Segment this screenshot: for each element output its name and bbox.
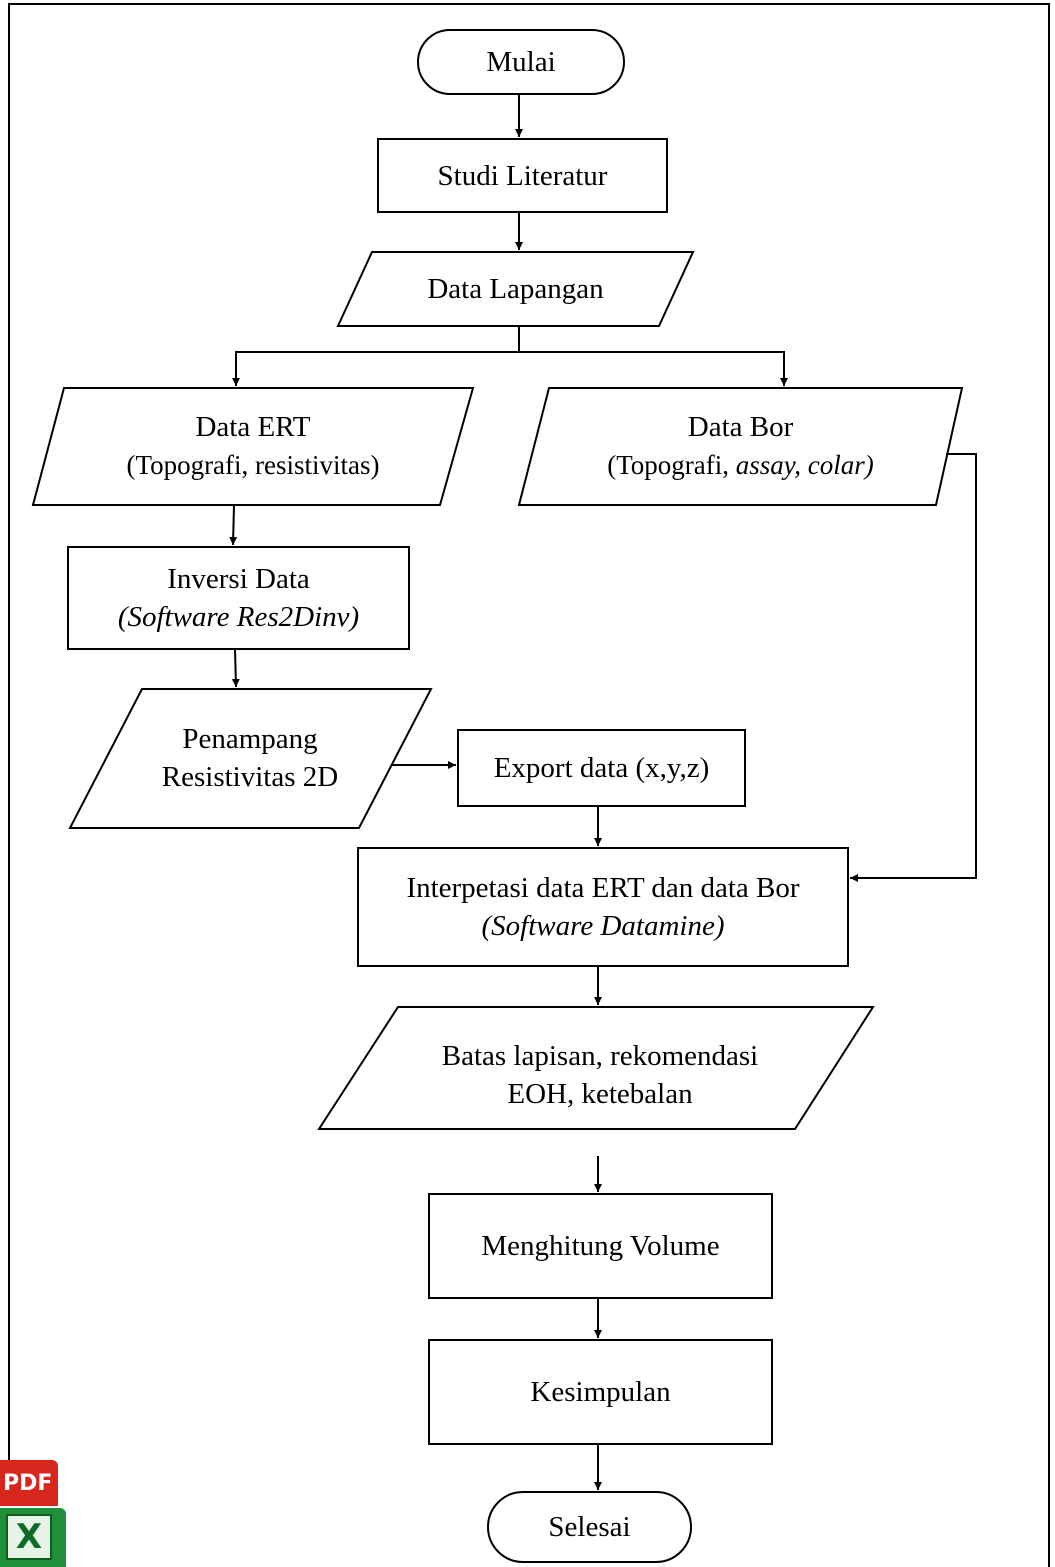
literature-step: Studi Literatur: [378, 139, 667, 212]
pdf-icon-label: PDF: [3, 1470, 53, 1496]
pdf-file-icon[interactable]: PDF: [0, 1460, 58, 1506]
bor-data-subtitle: (Topografi, assay, colar): [607, 446, 874, 484]
interpret-step: Interpetasi data ERT dan data Bor (Softw…: [358, 854, 848, 960]
end-label: Selesai: [548, 1511, 631, 1543]
interpret-software: (Software Datamine): [481, 910, 725, 942]
end-terminal: Selesai: [488, 1492, 691, 1562]
boundaries-step: Batas lapisan, rekomendasi EOH, ketebala…: [360, 1020, 840, 1130]
volume-label: Menghitung Volume: [481, 1230, 720, 1262]
section-2d-step: Penampang Resistivitas 2D: [100, 708, 400, 808]
boundaries-data-shape: [317, 1006, 875, 1130]
end-terminal-shape: [487, 1491, 692, 1563]
arrow-inversion-to-section-2d: [231, 648, 240, 688]
conclusion-step: Kesimpulan: [429, 1340, 772, 1444]
field-data-step: Data Lapangan: [338, 252, 693, 326]
boundaries-line-1: Batas lapisan, rekomendasi: [441, 1040, 759, 1072]
bor-data-subtitle-plain: (Topografi,: [607, 450, 736, 480]
inversion-software: (Software Res2Dinv): [117, 601, 360, 633]
arrow-field-data-to-bor-data: [519, 351, 788, 386]
export-process-shape: [457, 729, 746, 807]
ert-data-step: Data ERT (Topografi, resistivitas): [33, 400, 473, 492]
literature-label: Studi Literatur: [437, 159, 608, 192]
inversion-step: Inversi Data (Software Res2Dinv): [68, 547, 409, 649]
arrow-ert-data-to-inversion: [229, 504, 238, 546]
bor-data-shape: [517, 387, 964, 506]
arrow-bor-data-to-interpret: [850, 453, 977, 882]
page-frame: [8, 3, 1050, 1567]
excel-icon-glyph: X: [6, 1514, 52, 1560]
section-2d-data-shape: [68, 688, 433, 829]
interpret-process-shape: [357, 847, 849, 967]
interpret-title: Interpetasi data ERT dan data Bor: [406, 872, 800, 904]
field-data-shape: [336, 251, 695, 327]
start-label: Mulai: [486, 46, 556, 78]
excel-file-icon[interactable]: X: [0, 1508, 66, 1567]
volume-step: Menghitung Volume: [429, 1194, 772, 1298]
export-step: Export data (x,y,z): [458, 730, 745, 806]
ert-data-title: Data ERT: [195, 411, 311, 443]
conclusion-process-shape: [428, 1339, 773, 1445]
ert-data-subtitle: (Topografi, resistivitas): [126, 450, 380, 480]
start-terminal-shape: [417, 29, 625, 95]
bor-data-subtitle-italic: assay, colar): [735, 450, 874, 480]
boundaries-line-2: EOH, ketebalan: [507, 1078, 693, 1110]
start-terminal: Mulai: [418, 30, 624, 94]
bor-data-step: Data Bor (Topografi, assay, colar): [519, 400, 962, 492]
volume-process-shape: [428, 1193, 773, 1299]
ert-data-shape: [31, 387, 475, 506]
bor-data-title: Data Bor: [687, 411, 794, 443]
inversion-title: Inversi Data: [167, 563, 310, 595]
literature-process-shape: [377, 138, 668, 213]
conclusion-label: Kesimpulan: [530, 1376, 671, 1408]
section-2d-line-2: Resistivitas 2D: [161, 761, 339, 793]
arrow-field-data-to-ert-data: [232, 326, 520, 386]
export-label: Export data (x,y,z): [493, 752, 710, 784]
section-2d-line-1: Penampang: [182, 723, 318, 755]
inversion-process-shape: [67, 546, 410, 650]
field-data-label: Data Lapangan: [427, 273, 604, 305]
